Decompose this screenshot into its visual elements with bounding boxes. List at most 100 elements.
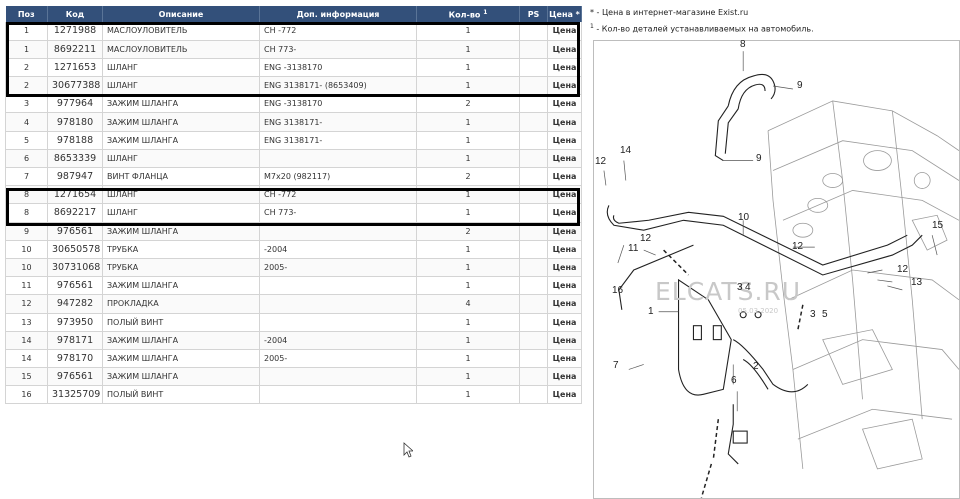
- header-desc[interactable]: Описание: [102, 6, 260, 22]
- cell-code[interactable]: 30677388: [47, 76, 103, 96]
- cell-price-link[interactable]: Цена: [547, 22, 582, 41]
- cell-code[interactable]: 978170: [47, 349, 103, 369]
- header-pos[interactable]: Поз: [5, 6, 48, 22]
- cell-ps: [519, 112, 548, 132]
- cell-ps: [519, 331, 548, 350]
- cell-code[interactable]: 8692217: [47, 203, 103, 223]
- header-info[interactable]: Доп. информация: [259, 6, 417, 22]
- cell-qty: 1: [416, 367, 520, 387]
- qty-note-text: - Кол-во деталей устанавливаемых на авто…: [593, 24, 814, 34]
- cell-description: ЗАЖИМ ШЛАНГА: [102, 367, 260, 387]
- callout-label: 7: [613, 360, 619, 371]
- cell-price-link[interactable]: Цена: [547, 331, 582, 350]
- cell-price-link[interactable]: Цена: [547, 94, 582, 114]
- cell-price-link[interactable]: Цена: [547, 58, 582, 78]
- cell-pos: 14: [5, 349, 48, 369]
- header-qty-sup: 1: [483, 8, 488, 16]
- cell-code[interactable]: 976561: [47, 276, 103, 296]
- cell-info: [259, 222, 417, 241]
- callout-label: 3: [737, 282, 743, 293]
- cell-code[interactable]: 987947: [47, 167, 103, 187]
- cell-price-link[interactable]: Цена: [547, 276, 582, 296]
- cell-code[interactable]: 1271653: [47, 58, 103, 78]
- cell-price-link[interactable]: Цена: [547, 149, 582, 169]
- cell-code[interactable]: 1271988: [47, 22, 103, 41]
- header-price[interactable]: Цена *: [547, 6, 582, 22]
- cell-code[interactable]: 8653339: [47, 149, 103, 169]
- cell-code[interactable]: 1271654: [47, 185, 103, 205]
- header-ps[interactable]: PS: [519, 6, 548, 22]
- cell-price-link[interactable]: Цена: [547, 76, 582, 96]
- cell-price-link[interactable]: Цена: [547, 313, 582, 332]
- cell-price-link[interactable]: Цена: [547, 367, 582, 387]
- qty-note-sup: 1: [590, 23, 594, 30]
- callout-label: 3: [810, 309, 816, 320]
- cell-code[interactable]: 977964: [47, 94, 103, 114]
- cell-info: -2004: [259, 240, 417, 259]
- cell-code[interactable]: 973950: [47, 313, 103, 332]
- cell-ps: [519, 40, 548, 59]
- cell-price-link[interactable]: Цена: [547, 203, 582, 223]
- mouse-cursor-icon: [403, 442, 413, 458]
- cell-price-link[interactable]: Цена: [547, 294, 582, 314]
- cell-description: ТРУБКА: [102, 240, 260, 259]
- cell-price-link[interactable]: Цена: [547, 40, 582, 59]
- cell-ps: [519, 149, 548, 169]
- cell-price-link[interactable]: Цена: [547, 112, 582, 132]
- cell-price-link[interactable]: Цена: [547, 167, 582, 187]
- cell-pos: 11: [5, 276, 48, 296]
- cell-description: ВИНТ ФЛАНЦА: [102, 167, 260, 187]
- callout-label: 11: [628, 243, 639, 254]
- cell-description: ЗАЖИМ ШЛАНГА: [102, 222, 260, 241]
- cell-qty: 1: [416, 276, 520, 296]
- cell-ps: [519, 76, 548, 96]
- cell-pos: 10: [5, 258, 48, 278]
- cell-price-link[interactable]: Цена: [547, 131, 582, 150]
- cell-code[interactable]: 31325709: [47, 385, 103, 405]
- cell-price-link[interactable]: Цена: [547, 349, 582, 369]
- cell-code[interactable]: 978188: [47, 131, 103, 150]
- cell-description: ЗАЖИМ ШЛАНГА: [102, 131, 260, 150]
- cell-ps: [519, 240, 548, 259]
- cell-qty: 4: [416, 294, 520, 314]
- cell-code[interactable]: 30650578: [47, 240, 103, 259]
- cell-code[interactable]: 978171: [47, 331, 103, 350]
- cell-ps: [519, 222, 548, 241]
- cell-code[interactable]: 978180: [47, 112, 103, 132]
- cell-code[interactable]: 30731068: [47, 258, 103, 278]
- header-code[interactable]: Код: [47, 6, 103, 22]
- header-qty[interactable]: Кол-во 1: [416, 6, 520, 22]
- cell-pos: 8: [5, 185, 48, 205]
- cell-pos: 8: [5, 203, 48, 223]
- cell-qty: 1: [416, 331, 520, 350]
- cell-code[interactable]: 976561: [47, 222, 103, 241]
- cell-price-link[interactable]: Цена: [547, 258, 582, 278]
- cell-qty: 1: [416, 58, 520, 78]
- cell-code[interactable]: 8692211: [47, 40, 103, 59]
- cell-ps: [519, 258, 548, 278]
- cell-price-link[interactable]: Цена: [547, 240, 582, 259]
- cell-ps: [519, 349, 548, 369]
- cell-price-link[interactable]: Цена: [547, 385, 582, 405]
- cell-description: ПРОКЛАДКА: [102, 294, 260, 314]
- callout-label: 14: [620, 145, 632, 156]
- cell-description: ЗАЖИМ ШЛАНГА: [102, 112, 260, 132]
- cell-info: ENG 3138171- (8653409): [259, 76, 417, 96]
- cell-code[interactable]: 976561: [47, 367, 103, 387]
- callout-label: 4: [745, 282, 751, 293]
- cell-price-link[interactable]: Цена: [547, 185, 582, 205]
- cell-price-link[interactable]: Цена: [547, 222, 582, 241]
- cell-info: CH -772: [259, 185, 417, 205]
- cell-description: ПОЛЫЙ ВИНТ: [102, 313, 260, 332]
- cell-pos: 1: [5, 22, 48, 41]
- cell-ps: [519, 22, 548, 41]
- cell-pos: 7: [5, 167, 48, 187]
- cell-code[interactable]: 947282: [47, 294, 103, 314]
